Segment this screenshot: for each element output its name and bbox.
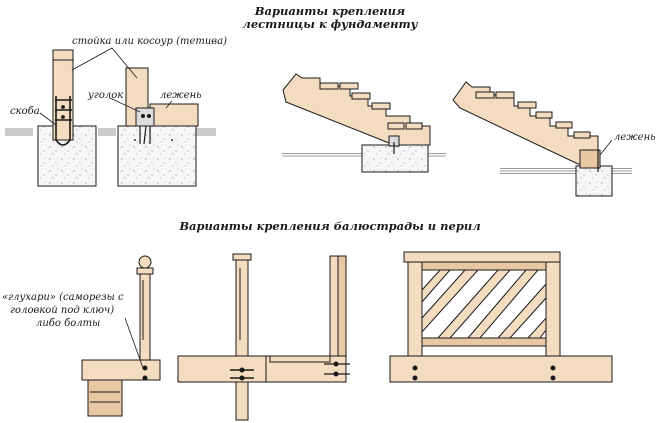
label-sill-top: лежень [160,90,202,101]
railing-detail-1 [81,255,161,417]
foundation-detail-left [5,49,216,187]
label-sill-right: лежень [614,132,656,143]
railing-detail-3 [265,255,350,383]
stairs-title-line1: Варианты крепления [254,4,406,18]
label-bracket: скоба [10,106,40,117]
label-angle: уголок [88,90,124,101]
stairs-title-line2: лестницы к фундаменту [242,17,418,31]
label-bolts-line2: головкой под ключ) [10,305,115,316]
railing-detail-2 [177,253,275,421]
railing-detail-4 [389,251,613,383]
label-bolts-line3: либо болты [36,318,101,329]
stair-detail-middle [282,73,446,173]
label-bolts-line1: «глухари» (саморезы с [2,292,124,303]
stair-detail-right [452,81,632,197]
label-post-or-stringer: стойка или косоур (тетива) [72,36,227,47]
railing-title: Варианты крепления балюстрады и перил [179,219,481,233]
